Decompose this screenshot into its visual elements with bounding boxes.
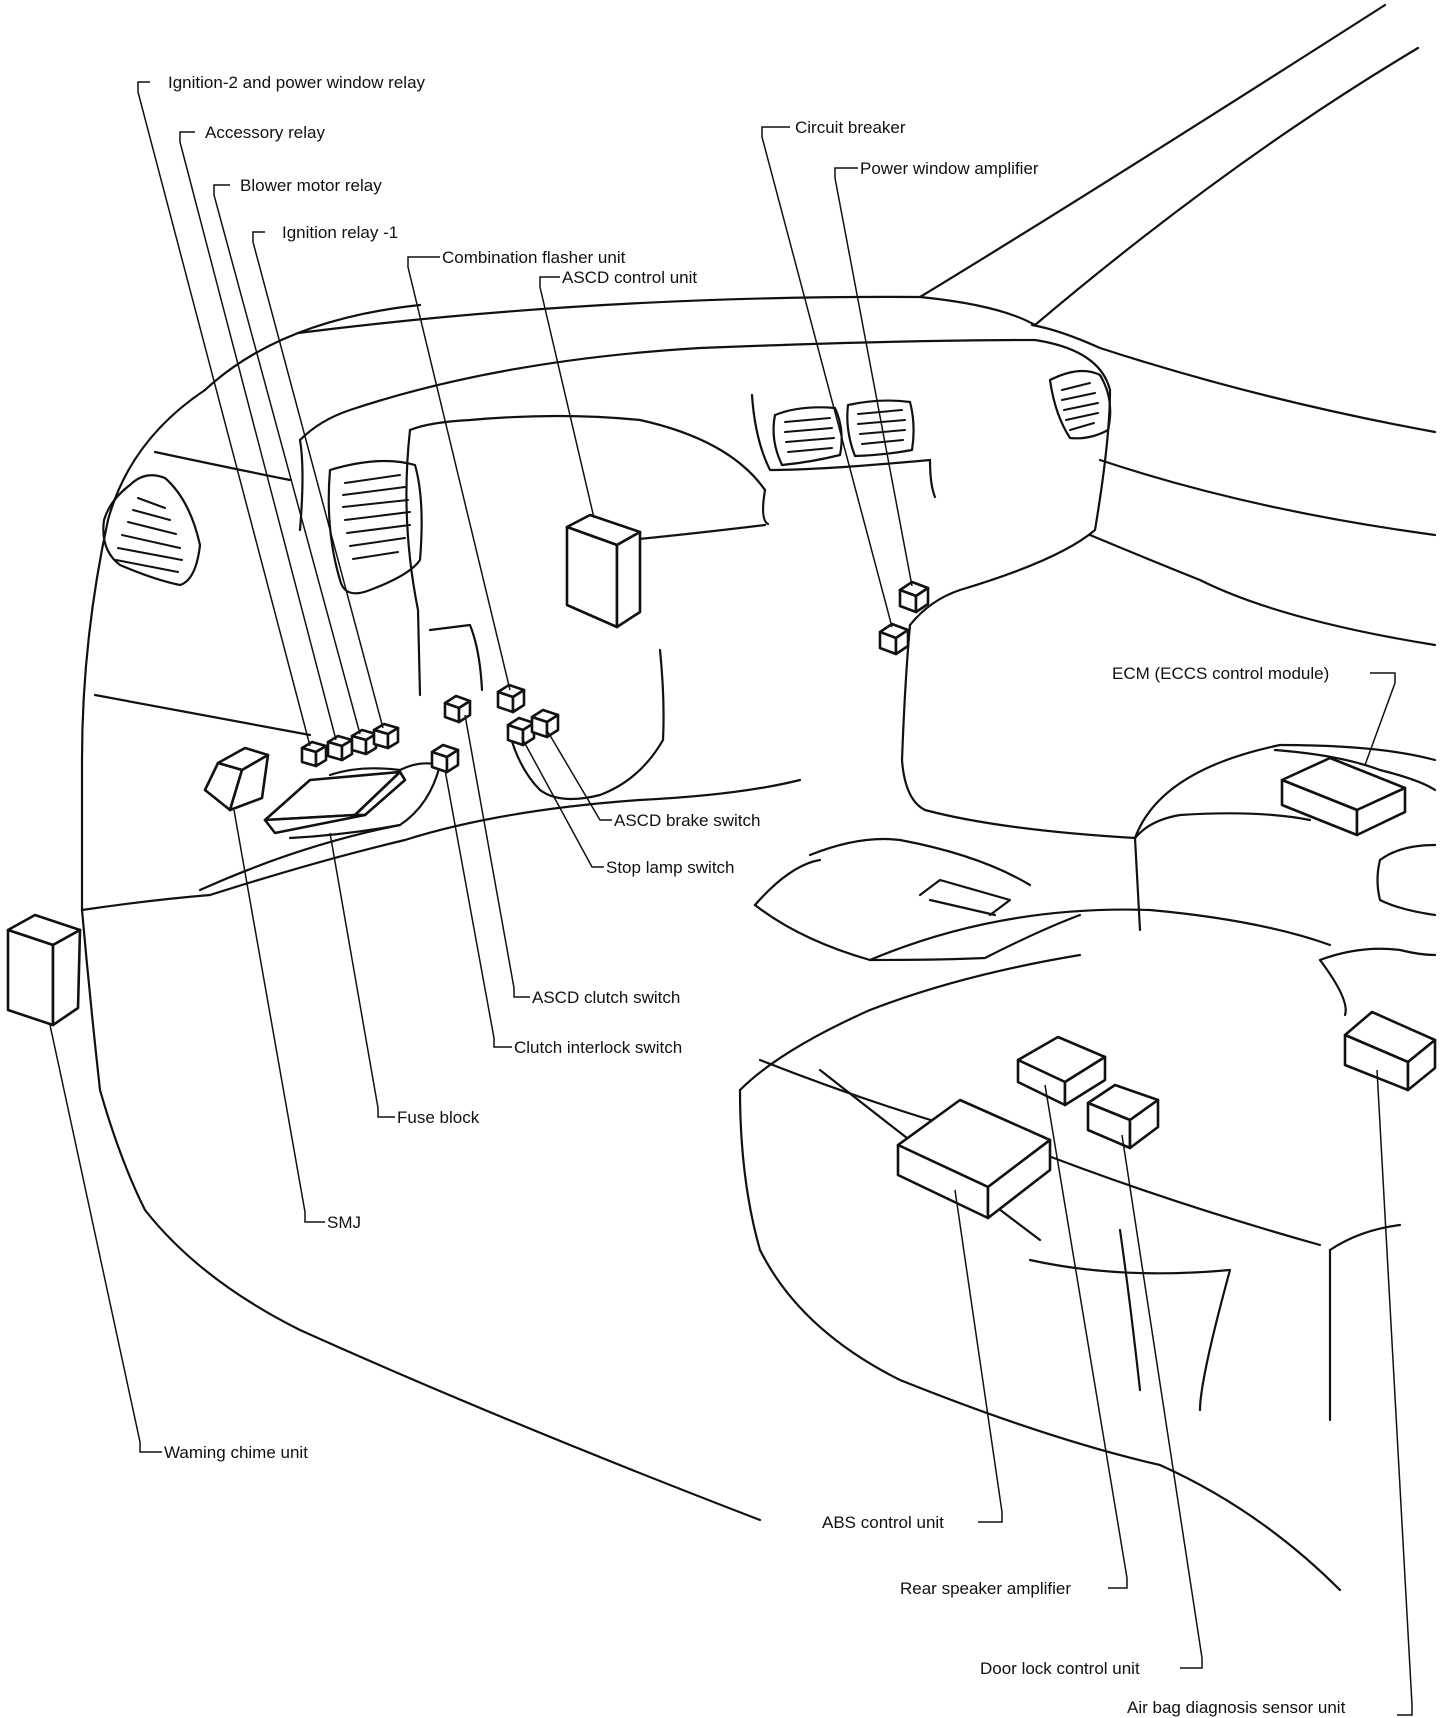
center-vent-right xyxy=(846,399,915,458)
label-ignition-2-power-window-relay: Ignition-2 and power window relay xyxy=(168,73,426,92)
label-ascd-clutch-switch: ASCD clutch switch xyxy=(532,988,680,1007)
callout-labels: Ignition-2 and power window relay Access… xyxy=(164,73,1346,1717)
label-ascd-control-unit: ASCD control unit xyxy=(562,268,697,287)
ascd-control-unit-box xyxy=(565,513,642,629)
label-circuit-breaker: Circuit breaker xyxy=(795,118,906,137)
air-bag-diagnosis-sensor-unit-box xyxy=(1343,1010,1437,1092)
label-rear-speaker-amplifier: Rear speaker amplifier xyxy=(900,1579,1071,1598)
combination-flasher-unit-box xyxy=(443,694,472,724)
left-side-vent xyxy=(102,474,202,587)
label-ignition-relay-1: Ignition relay -1 xyxy=(282,223,398,242)
clutch-interlock-switch-box xyxy=(430,743,460,774)
relay-cluster xyxy=(300,722,400,768)
label-clutch-interlock-switch: Clutch interlock switch xyxy=(514,1038,682,1057)
vehicle-outline xyxy=(80,3,1437,1592)
rear-speaker-amplifier-box xyxy=(1016,1035,1107,1107)
fuse-block-box xyxy=(263,770,407,835)
power-window-amplifier-box xyxy=(898,580,930,614)
circuit-breaker-box xyxy=(878,622,910,656)
label-air-bag-diagnosis-sensor-unit: Air bag diagnosis sensor unit xyxy=(1127,1698,1346,1717)
label-accessory-relay: Accessory relay xyxy=(205,123,325,142)
label-blower-motor-relay: Blower motor relay xyxy=(240,176,382,195)
door-lock-control-unit-box xyxy=(1086,1083,1160,1150)
label-smj: SMJ xyxy=(327,1213,361,1232)
leader-lines xyxy=(49,81,1413,1716)
abs-control-unit-box xyxy=(896,1098,1052,1220)
label-ecm: ECM (ECCS control module) xyxy=(1112,664,1329,683)
label-ascd-brake-switch: ASCD brake switch xyxy=(614,811,760,830)
warning-chime-unit-box xyxy=(6,913,82,1027)
label-stop-lamp-switch: Stop lamp switch xyxy=(606,858,735,877)
label-door-lock-control-unit: Door lock control unit xyxy=(980,1659,1140,1678)
label-combination-flasher-unit: Combination flasher unit xyxy=(442,248,626,267)
label-abs-control-unit: ABS control unit xyxy=(822,1513,944,1532)
smj-box xyxy=(203,746,270,812)
ecm-box xyxy=(1280,756,1407,837)
label-fuse-block: Fuse block xyxy=(397,1108,480,1127)
label-power-window-amplifier: Power window amplifier xyxy=(860,159,1039,178)
ascd-switches-box xyxy=(496,683,560,747)
driver-vent xyxy=(327,459,423,595)
center-vent-left xyxy=(772,406,843,467)
label-warning-chime-unit: Waming chime unit xyxy=(164,1443,308,1462)
passenger-vent xyxy=(1048,369,1112,440)
